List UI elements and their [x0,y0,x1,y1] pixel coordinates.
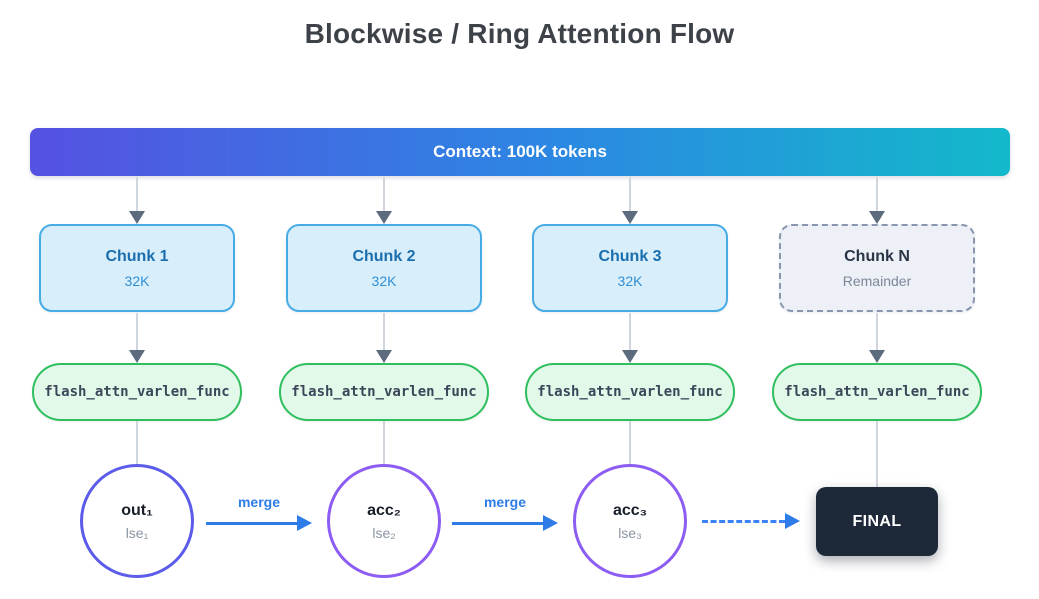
arrow-head-icon [869,211,885,224]
final-node: FINAL [816,487,938,556]
arrow-line [629,313,631,350]
line-func-1-to-out [136,421,138,465]
arrow-head-icon [376,211,392,224]
arrow-line [629,177,631,211]
arrow-banner-to-chunk-n [869,177,885,224]
chunk-3-title: Chunk 3 [598,247,662,265]
arrow-line [206,521,297,525]
func-n-node: flash_attn_varlen_func [772,363,982,421]
dashed-arrow-shaft [702,513,800,529]
chunk-n-subtitle: Remainder [842,272,912,289]
result-1-label: out₁ [121,501,153,519]
arrow-head-icon [129,350,145,363]
func-1-label: flash_attn_varlen_func [44,384,230,400]
merge-arrow-1: merge [206,493,312,531]
final-label: FINAL [852,512,902,530]
chunk-1-title: Chunk 1 [105,247,169,265]
result-1-lse: lse₁ [125,524,149,541]
line-func-n-to-final [876,421,878,487]
arrow-chunk-n-to-func [869,313,885,363]
arrow-line [876,177,878,211]
arrow-head-icon [543,515,558,531]
line-func-3-to-acc [629,421,631,465]
merge-arrow-1-label: merge [237,494,281,510]
result-1-node: out₁ lse₁ [80,464,194,578]
merge-arrow-1-shaft [206,515,312,531]
func-2-label: flash_attn_varlen_func [291,384,477,400]
line-func-2-to-acc [383,421,385,465]
arrow-banner-to-chunk-3 [622,177,638,224]
diagram-title: Blockwise / Ring Attention Flow [304,18,735,49]
chunk-2-node: Chunk 2 32K [286,224,482,312]
result-3-node: acc₃ lse₃ [573,464,687,578]
arrow-line [383,313,385,350]
chunk-3-subtitle: 32K [617,272,643,289]
chunk-3-node: Chunk 3 32K [532,224,728,312]
arrow-line [876,313,878,350]
result-3-label: acc₃ [612,501,648,519]
dashed-arrow-to-final [702,509,800,529]
arrow-head-icon [622,211,638,224]
func-3-node: flash_attn_varlen_func [525,363,735,421]
result-2-lse: lse₂ [372,524,396,541]
result-3-lse: lse₃ [618,524,642,541]
arrow-head-icon [622,350,638,363]
func-3-label: flash_attn_varlen_func [537,384,723,400]
arrow-chunk-3-to-func [622,313,638,363]
func-2-node: flash_attn_varlen_func [279,363,489,421]
arrow-head-icon [869,350,885,363]
chunk-1-subtitle: 32K [124,272,150,289]
context-banner: Context: 100K tokens [30,128,1010,176]
arrow-head-icon [129,211,145,224]
arrow-head-icon [297,515,312,531]
merge-arrow-2-label: merge [483,494,527,510]
merge-arrow-2-shaft [452,515,558,531]
chunk-2-title: Chunk 2 [352,247,416,265]
func-1-node: flash_attn_varlen_func [32,363,242,421]
arrow-line [452,521,543,525]
arrow-line [702,519,785,523]
result-2-node: acc₂ lse₂ [327,464,441,578]
func-n-label: flash_attn_varlen_func [784,384,970,400]
arrow-head-icon [785,513,800,529]
chunk-n-title: Chunk N [844,247,910,265]
result-2-label: acc₂ [367,501,401,519]
merge-arrow-2: merge [452,493,558,531]
arrow-banner-to-chunk-1 [129,177,145,224]
arrow-line [136,313,138,350]
arrow-line [136,177,138,211]
arrow-chunk-2-to-func [376,313,392,363]
arrow-head-icon [376,350,392,363]
chunk-1-node: Chunk 1 32K [39,224,235,312]
arrow-banner-to-chunk-2 [376,177,392,224]
context-banner-label: Context: 100K tokens [433,142,607,161]
arrow-line [383,177,385,211]
arrow-chunk-1-to-func [129,313,145,363]
chunk-2-subtitle: 32K [371,272,397,289]
chunk-n-node: Chunk N Remainder [779,224,975,312]
